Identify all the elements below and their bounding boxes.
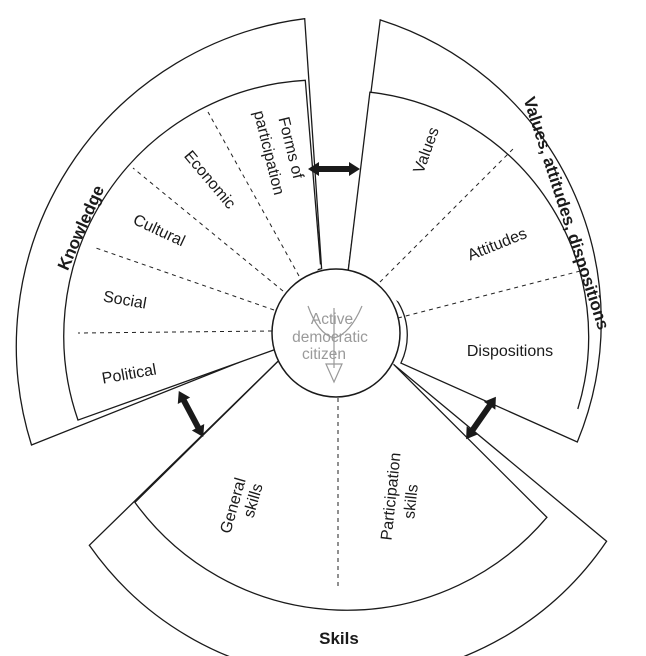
double-arrow-icon (308, 162, 360, 176)
center-hub (271, 268, 401, 398)
skills-item-participation-line2: skills (401, 483, 422, 519)
skills-inner-sector (134, 360, 548, 611)
knowledge-inner-sector (63, 79, 322, 421)
values-item-dispositions: Dispositions (467, 343, 553, 360)
center-label-line2: democratic (292, 329, 368, 346)
values-inner-sector (347, 91, 590, 410)
divider-cultural-economic (132, 167, 284, 292)
trident-icon (307, 305, 363, 384)
divider-political-social (77, 330, 273, 334)
skills-title: Skils (319, 629, 359, 648)
divider-attitudes-dispositions (397, 268, 589, 319)
double-arrow-icon (177, 391, 205, 437)
double-arrow-icon (466, 396, 496, 440)
center-label-line1: Active (311, 311, 353, 328)
center-label-line3: citizen (302, 346, 346, 363)
